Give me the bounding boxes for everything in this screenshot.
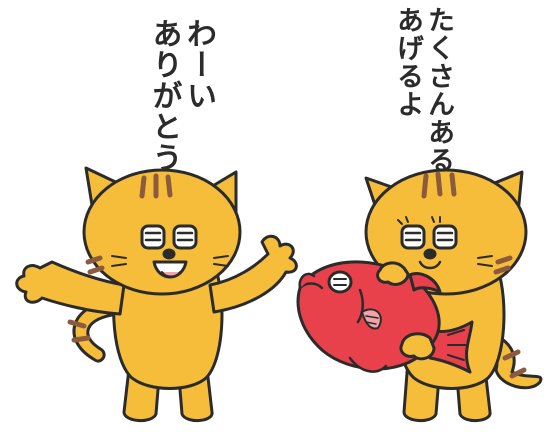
fish-fin-top xyxy=(408,272,442,294)
left-cat-arm-right xyxy=(208,234,298,314)
left-cat-body xyxy=(112,268,224,390)
fish-eye xyxy=(327,270,353,294)
right-cat-eye-left xyxy=(400,224,426,250)
left-cat-speech: わーい ありがとう xyxy=(146,18,217,173)
right-cat-paws xyxy=(376,261,436,361)
left-cat-eye-left xyxy=(140,224,166,250)
left-cat-nose xyxy=(162,248,176,260)
left-cat-arm-left xyxy=(15,260,126,316)
right-cat-paw-top xyxy=(376,261,410,286)
right-cat-paw-bottom xyxy=(399,332,436,361)
right-cat-eye-right xyxy=(432,224,458,250)
right-cat-nose xyxy=(423,248,437,260)
left-cat-eye-right xyxy=(172,224,198,250)
left-cat xyxy=(15,166,298,422)
right-cat-mouth xyxy=(418,260,442,270)
left-cat-tail xyxy=(72,298,120,363)
